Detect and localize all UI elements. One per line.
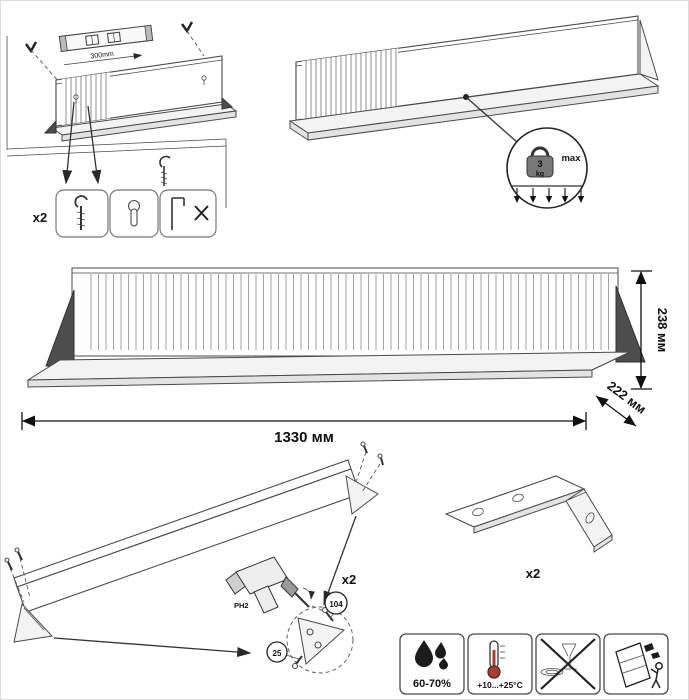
assembly-qty-label: x2 [342, 572, 356, 587]
max-load-label: max [561, 153, 581, 164]
temperature-label: +10...+25°C [477, 680, 522, 690]
hardware-leader-arrows [62, 101, 102, 185]
left-bracket [45, 289, 75, 367]
dimension-height: 238 мм [631, 270, 670, 390]
humidity-label: 60-70% [413, 678, 451, 690]
screwdriver-icon [225, 556, 315, 614]
no-tableware-icon [540, 638, 596, 690]
weight-unit-label: kg [536, 171, 544, 178]
dimension-height-label: 238 мм [655, 308, 670, 353]
hardware-option-hook [55, 189, 109, 238]
left-assembly-bracket [4, 547, 54, 643]
hardware-option-bracket-profile [159, 189, 217, 238]
water-drops-icon [415, 640, 448, 670]
detail-pointer-arrows [53, 515, 357, 658]
dimension-width-label: 1330 мм [274, 429, 334, 446]
screw-code-a-callout: 104 [324, 591, 348, 619]
wall-bracket-view: x2 [444, 475, 613, 581]
care-icons-row: 60-70% +10...+25°C [399, 633, 669, 695]
load-limit-callout: 3 kg max [463, 94, 588, 209]
bracket-detail [286, 605, 354, 674]
screw-code-a-label: 104 [329, 600, 343, 609]
distributed-load-arrows [511, 185, 585, 203]
panel-face [16, 468, 361, 613]
cross-icon [194, 205, 209, 221]
spirit-level [58, 24, 154, 53]
humidity-box: 60-70% [399, 633, 465, 695]
panel-wall-sketch [43, 55, 238, 142]
hardware-option-keyhole [109, 189, 159, 238]
level-dimension-label: 300mm [90, 51, 114, 61]
hook-screw-icon [74, 195, 88, 230]
temperature-box: +10...+25°C [467, 633, 533, 695]
weight-value-label: 3 [537, 159, 542, 170]
bracket-qty-label: x2 [526, 566, 540, 581]
tip-over-box [603, 633, 669, 695]
kettlebell-icon: 3 kg [526, 146, 554, 178]
hardware-qty-label: x2 [33, 210, 47, 225]
tip-over-hazard-icon [615, 642, 663, 689]
screw-code-b-label: 25 [273, 649, 282, 658]
right-bracket [615, 285, 646, 363]
keyhole-hanger-icon [127, 199, 141, 227]
back-panel-assembly: x2 PH2 104 [4, 441, 384, 674]
shelf-board-front [27, 369, 593, 388]
hook-screw-icon [159, 155, 171, 186]
shelf-perspective-view: 3 kg max [288, 15, 660, 209]
panel-top-edge [13, 459, 352, 588]
screw-code-b-callout: 25 [266, 641, 300, 663]
dimension-width: 1330 мм [21, 412, 587, 446]
wall-mounting-diagram: 300mm x2 [6, 21, 238, 238]
right-assembly-bracket [345, 441, 384, 515]
bit-label: PH2 [234, 601, 249, 610]
no-tableware-box [535, 633, 601, 695]
wall-corner-lines [6, 36, 227, 208]
thermometer-icon [487, 640, 505, 679]
bracket-profile-icon [171, 197, 185, 230]
shelf-front-view [26, 267, 646, 388]
